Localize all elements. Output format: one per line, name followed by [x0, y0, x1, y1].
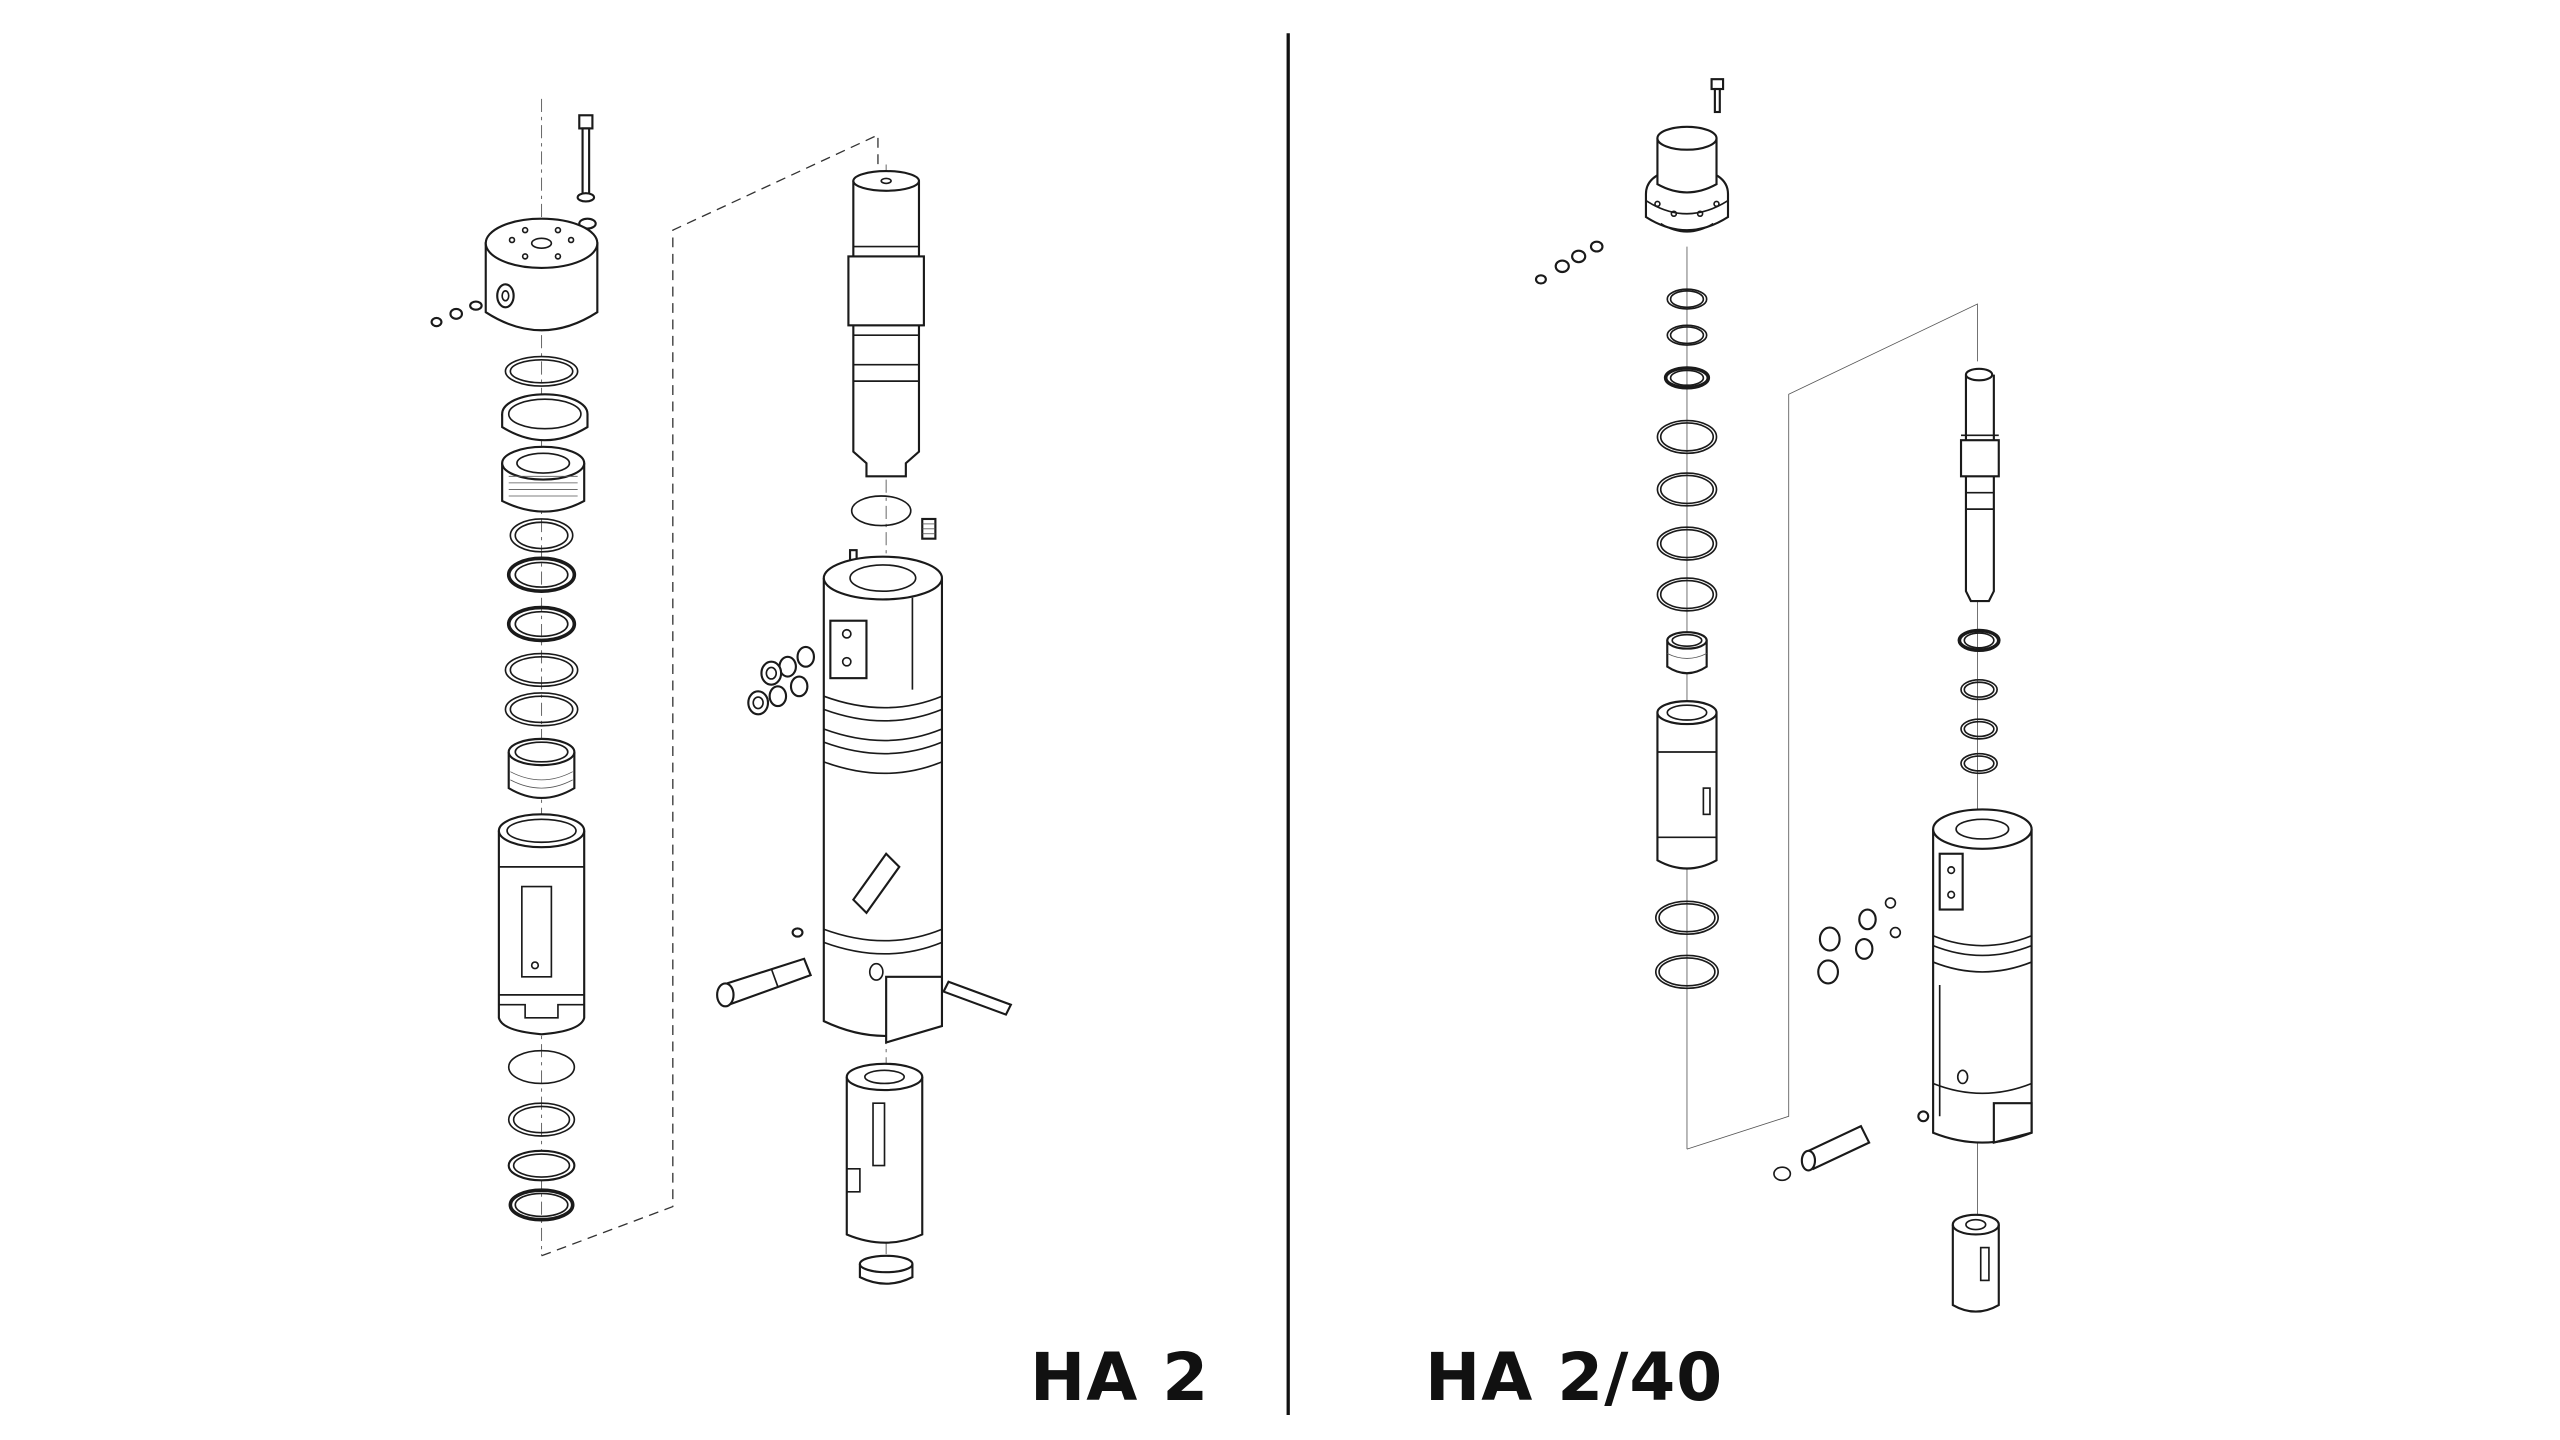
ha2-o-rings-upper [504, 518, 579, 727]
ha2-set-screw [848, 517, 937, 566]
ha2-piston-rod [847, 170, 925, 478]
ha240-pin [1773, 1124, 1871, 1182]
ha240-side-fittings [1534, 240, 1604, 285]
ha240-lower-o-rings [1654, 900, 1719, 990]
ha240-chisel-holder [1951, 1213, 2000, 1313]
ha240-piston-rod [1959, 367, 2000, 603]
ha240-cylinder-body [1932, 808, 2033, 1144]
ha240-flanged-head [1644, 125, 1730, 233]
ha240-body-fittings [1817, 897, 1930, 1123]
ha2-pin-left [716, 957, 813, 1008]
ha2-bushing [507, 737, 576, 799]
ha2-valve-stem [576, 114, 597, 230]
ha2-o-rings-lower [507, 1049, 576, 1222]
ha2-cylinder-body [822, 555, 944, 1044]
ha2-lower-sleeve [497, 813, 586, 1036]
ha2-threaded-nut [501, 445, 586, 513]
ha2-cylinder-head [484, 217, 599, 332]
ha2-seal-ring-stack [501, 355, 589, 442]
ha2-rod-o-ring [850, 495, 912, 527]
ha240-rod-rings [1957, 628, 2001, 775]
ha240-thin-leader [1686, 303, 1978, 1150]
ha2-small-plug [791, 927, 804, 938]
ha2-side-fitting [430, 300, 483, 328]
ha2-chisel-holder [845, 1062, 924, 1244]
ha2-pin-right [942, 980, 1013, 1016]
ha2-body-fittings [747, 645, 816, 716]
ha2-end-cap [858, 1254, 914, 1285]
model-label-ha2: HA 2 [1030, 1339, 1210, 1416]
ha2-dashed-leader [541, 133, 879, 1257]
model-label-ha240: HA 2/40 [1425, 1339, 1724, 1416]
ha2-assembly [430, 98, 1013, 1285]
ha240-assembly [1534, 78, 2033, 1313]
ha240-sleeve [1656, 700, 1718, 870]
ha240-top-bolt [1710, 78, 1725, 114]
ha240-bushing [1666, 631, 1708, 675]
ha240-ring-stack [1656, 288, 1718, 612]
